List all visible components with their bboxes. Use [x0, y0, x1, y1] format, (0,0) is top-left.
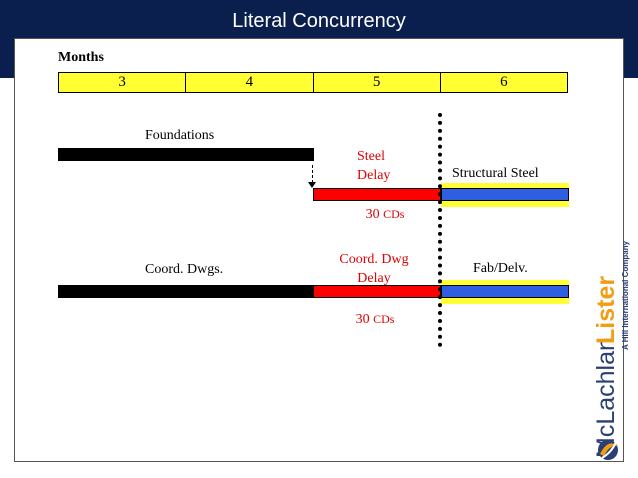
- structural-steel-highlight: [441, 183, 569, 207]
- logo-swirl-icon: [598, 440, 618, 460]
- steel-delay-duration-unit: CDs: [383, 207, 405, 221]
- fab-delv-label: Fab/Delv.: [473, 261, 528, 276]
- month-cell-5: 5: [314, 73, 441, 92]
- month-cell-6: 6: [500, 74, 508, 90]
- coord-dwg-delay-line1: Coord. Dwg: [339, 252, 409, 267]
- fab-delv-highlight: [441, 280, 569, 304]
- logo-wordmark-mclachlan: McLachlan: [592, 337, 620, 458]
- month-cell-3: 3: [59, 73, 187, 92]
- coord-dwg-delay-duration: 30 CDs: [345, 310, 405, 329]
- steel-delay-label: Steel Delay: [340, 147, 410, 185]
- content-frame: [14, 38, 624, 462]
- coord-dwg-delay-bar: [313, 285, 441, 298]
- months-label: Months: [58, 50, 104, 65]
- steel-delay-line1: Steel: [357, 149, 385, 164]
- coord-dwgs-bar: [58, 285, 314, 298]
- logo-wordmark-lister: Lister: [592, 276, 620, 344]
- structural-steel-label: Structural Steel: [452, 166, 539, 181]
- mclachlan-lister-logo: McLachlan Lister A Hill International Co…: [592, 240, 630, 460]
- month-cell-4: 4: [186, 73, 314, 92]
- coord-dwg-delay-line2: Delay: [357, 271, 391, 286]
- coord-dwgs-label: Coord. Dwgs.: [145, 262, 224, 277]
- coord-dwg-delay-label: Coord. Dwg Delay: [325, 250, 423, 288]
- foundations-bar: [58, 148, 314, 161]
- dependency-connector: [312, 165, 313, 183]
- steel-delay-line2: Delay: [357, 168, 391, 183]
- structural-steel-bar: [441, 188, 569, 201]
- steel-delay-bar: [313, 188, 441, 201]
- steel-delay-duration-value: 30: [365, 207, 380, 222]
- steel-delay-duration: 30 CDs: [355, 205, 415, 224]
- months-row: 3 4 5 6: [58, 72, 568, 93]
- logo-tagline: A Hill International Company: [621, 240, 630, 350]
- fab-delv-bar: [441, 285, 569, 298]
- foundations-label: Foundations: [145, 128, 215, 143]
- coord-dwg-delay-duration-unit: CDs: [373, 312, 395, 326]
- status-date-line: [438, 113, 442, 347]
- coord-dwg-delay-duration-value: 30: [355, 312, 370, 327]
- dependency-arrowhead: [308, 182, 316, 188]
- slide-title: Literal Concurrency: [232, 10, 406, 32]
